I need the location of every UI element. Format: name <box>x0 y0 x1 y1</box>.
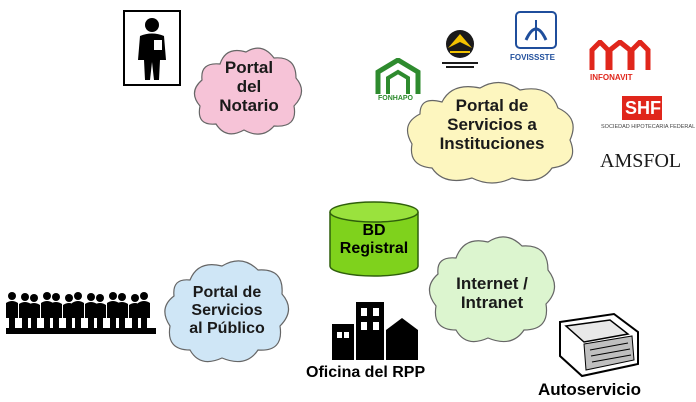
portal-notario-line3: Notario <box>219 96 279 116</box>
fonhapo-label: FONHAPO <box>378 95 413 102</box>
shf-logo: SHF SOCIEDAD HIPOTECARIA FEDERAL <box>600 96 696 136</box>
bd-line2: Registral <box>339 239 409 257</box>
internet-intranet-cloud[interactable]: Internet / Intranet <box>424 232 560 350</box>
portal-publico-line3: al Público <box>189 319 265 337</box>
fovissste-label: FOVISSSTE <box>510 53 555 62</box>
notary-icon <box>123 10 181 86</box>
database-cylinder <box>329 201 419 277</box>
fovissste-logo: FOVISSSTE <box>510 10 562 66</box>
portal-publico-cloud[interactable]: Portal de Servicios al Público <box>160 256 294 368</box>
shf-full-label: SOCIEDAD HIPOTECARIA FEDERAL <box>601 124 696 130</box>
person-silhouette <box>6 292 18 334</box>
portal-instituciones-line1: Portal de <box>455 96 529 115</box>
cloud-shape <box>164 260 290 363</box>
portal-notario-cloud[interactable]: Portal del Notario <box>190 44 308 140</box>
cloud-shape <box>406 81 574 184</box>
bd-line1: BD <box>362 222 386 239</box>
person-silhouette <box>28 294 40 334</box>
kiosk-icon <box>554 312 644 378</box>
person-silhouette <box>72 292 84 334</box>
internet-line1: Internet / <box>456 274 528 293</box>
person-silhouette <box>116 293 128 334</box>
portal-instituciones-line3: Instituciones <box>439 134 545 154</box>
crowd-icon <box>6 288 156 334</box>
portal-publico-line2: Servicios <box>191 301 263 319</box>
amsfol-logo: AMSFOL <box>600 148 696 180</box>
portal-publico-line1: Portal de <box>192 284 262 301</box>
oficina-rpp-label: Oficina del RPP <box>306 364 426 381</box>
autoservicio-label: Autoservicio <box>538 380 641 399</box>
person-silhouette <box>138 292 150 334</box>
person-silhouette <box>94 294 106 334</box>
infonavit-label: INFONAVIT <box>590 73 633 82</box>
cloud-shape <box>193 47 303 135</box>
infonavit-logo: INFONAVIT <box>588 38 652 86</box>
portal-notario-line1: Portal <box>224 58 274 77</box>
portal-instituciones-cloud[interactable]: Portal de Servicios a Instituciones <box>402 80 582 186</box>
shf-label: SHF <box>625 98 661 118</box>
person-silhouette <box>50 293 62 334</box>
office-building-icon <box>330 298 422 360</box>
crowd-ground <box>6 328 156 334</box>
anf-logo <box>438 28 482 72</box>
bd-registral-database[interactable]: BD Registral <box>328 200 420 278</box>
amsfol-label: AMSFOL <box>600 150 682 172</box>
portal-instituciones-line2: Servicios a <box>447 115 537 135</box>
cloud-shape <box>428 236 556 343</box>
internet-line2: Intranet <box>460 293 524 313</box>
portal-notario-line2: del <box>236 77 262 97</box>
fonhapo-logo: FONHAPO <box>372 57 424 106</box>
